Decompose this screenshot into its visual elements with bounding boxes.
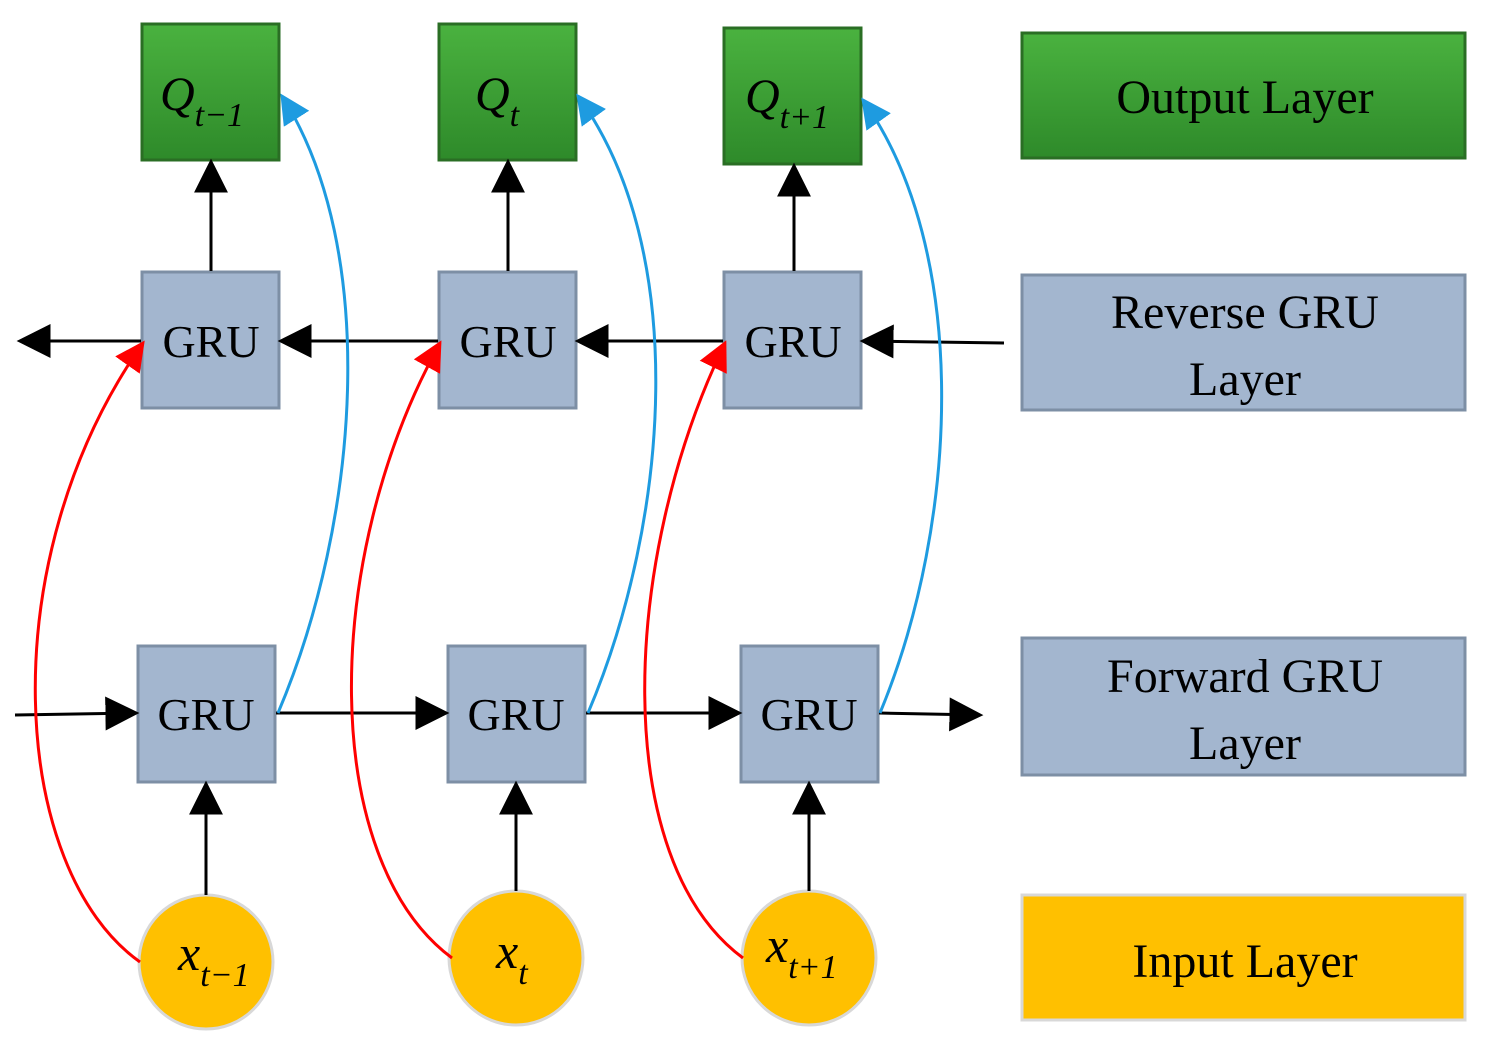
svg-text:Reverse GRU: Reverse GRU	[1111, 286, 1379, 339]
arrow-forward-in	[14, 696, 140, 731]
svg-text:Qt+1: Qt+1	[745, 70, 829, 136]
reverse-gru-node-2: GRU	[437, 270, 578, 410]
svg-text:xt+1: xt+1	[765, 917, 838, 986]
svg-text:Layer: Layer	[1189, 717, 1301, 770]
input-node-1: xt−1	[137, 893, 275, 1031]
legend-reverse-gru-layer: Reverse GRU Layer	[1020, 273, 1467, 412]
legend-forward-gru-layer: Forward GRU Layer	[1020, 636, 1467, 777]
red-arrow-input1-to-reverse1	[33, 340, 145, 964]
svg-text:GRU: GRU	[744, 316, 841, 367]
output-node-2: Qt	[437, 22, 578, 162]
legend-input-layer: Input Layer	[1020, 893, 1467, 1022]
reverse-gru-node-1: GRU	[140, 270, 281, 410]
svg-text:GRU: GRU	[760, 689, 857, 740]
red-arrow-input3-to-reverse3	[643, 340, 744, 960]
output-node-1: Qt−1	[140, 22, 281, 162]
svg-text:GRU: GRU	[162, 316, 259, 367]
svg-text:xt−1: xt−1	[177, 925, 250, 994]
svg-text:Input Layer: Input Layer	[1132, 935, 1357, 988]
svg-text:GRU: GRU	[157, 689, 254, 740]
forward-gru-node-2: GRU	[446, 644, 587, 784]
input-node-2: xt	[447, 889, 585, 1027]
svg-text:xt: xt	[495, 923, 529, 992]
blue-arrow-forward2-to-output2	[576, 93, 658, 714]
blue-arrow-forward1-to-output1	[276, 93, 350, 714]
svg-text:Forward GRU: Forward GRU	[1107, 650, 1383, 703]
svg-text:GRU: GRU	[459, 316, 556, 367]
forward-gru-node-3: GRU	[739, 644, 880, 784]
red-arrow-input2-to-reverse2	[349, 340, 453, 960]
output-node-3: Qt+1	[722, 26, 863, 166]
legend-output-layer: Output Layer	[1020, 31, 1467, 160]
reverse-gru-node-3: GRU	[722, 270, 863, 410]
blue-arrow-forward3-to-output3	[861, 97, 944, 714]
input-node-3: xt+1	[740, 889, 878, 1027]
arrow-forward-out	[878, 697, 984, 732]
svg-text:GRU: GRU	[467, 689, 564, 740]
svg-text:Layer: Layer	[1189, 353, 1301, 406]
svg-text:Qt: Qt	[475, 68, 521, 134]
svg-text:Qt−1: Qt−1	[160, 68, 244, 134]
arrow-reverse-in	[859, 324, 1005, 359]
forward-gru-node-1: GRU	[136, 644, 277, 784]
svg-text:Output Layer: Output Layer	[1116, 71, 1373, 124]
